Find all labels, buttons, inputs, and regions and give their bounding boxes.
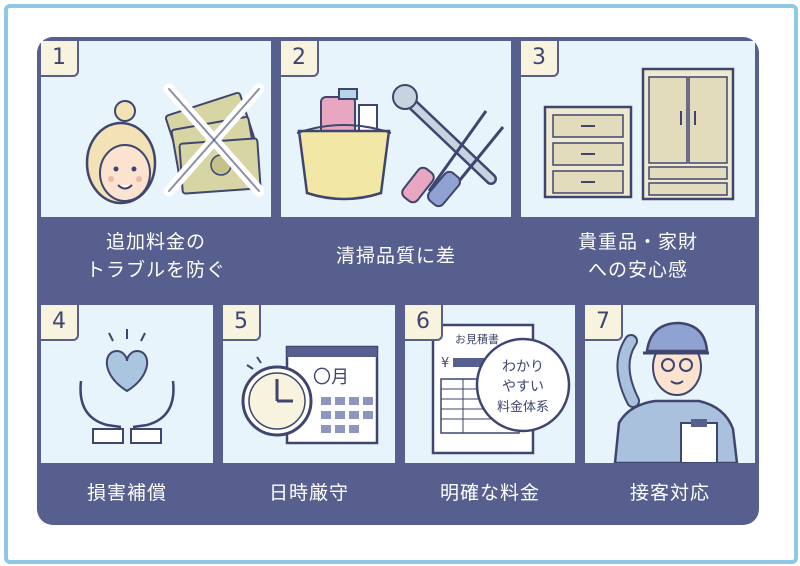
card-7-label-line-1: 接客対応 [629, 482, 710, 504]
card-4-label: 損害補償 [41, 463, 213, 523]
card-4: 4 [41, 305, 213, 463]
card-6-label: 明確な料金 [405, 463, 575, 523]
card-1: 1 [41, 41, 271, 217]
estimate-title: お見積書 [455, 332, 499, 346]
card-4-art [79, 329, 175, 444]
card-7-label: 接客対応 [585, 463, 755, 523]
card-2-art [296, 84, 505, 208]
card-7-number: 7 [585, 305, 623, 341]
card-5: 〇月 5 [223, 305, 395, 463]
card-6-label-line-1: 明確な料金 [439, 482, 540, 504]
drawer-chest-icon [543, 105, 633, 199]
card-3-label-line-1: 貴重品・家財 [577, 231, 698, 253]
card-4-number: 4 [41, 305, 79, 341]
card-5-label: 日時厳守 [223, 463, 395, 523]
card-3-label-line-2: への安心感 [587, 259, 688, 281]
card-7: 7 [585, 305, 755, 463]
card-6: お見積書 ¥ わかり やすい 料金体系 6 [405, 305, 575, 463]
card-3-art [543, 67, 735, 201]
calendar-month-text: 〇月 [313, 367, 349, 388]
bubble-line-2: やすい [502, 379, 544, 395]
card-7-art [613, 321, 739, 463]
crossed-money-icon [163, 83, 265, 197]
card-3-label: 貴重品・家財 への安心感 [521, 217, 755, 295]
card-3-number: 3 [521, 41, 559, 77]
card-1-number: 1 [41, 41, 79, 77]
card-1-label-line-1: 追加料金の [105, 231, 206, 253]
price-bubble: わかり やすい 料金体系 [475, 337, 571, 433]
estimate-yen: ¥ [441, 356, 449, 371]
woman-face-icon [85, 100, 157, 205]
card-3: 3 [521, 41, 755, 217]
clock-icon [241, 356, 313, 437]
worker-salute-icon [613, 321, 739, 463]
card-5-label-line-1: 日時厳守 [268, 482, 349, 504]
bubble-line-1: わかり [502, 359, 544, 375]
card-6-art: お見積書 ¥ わかり やすい 料金体系 [431, 323, 571, 455]
bubble-line-3: 料金体系 [497, 399, 549, 415]
card-1-art [85, 83, 265, 205]
hands-heart-icon [79, 329, 175, 444]
card-5-art: 〇月 [241, 345, 379, 445]
card-6-number: 6 [405, 305, 443, 341]
card-2-label: 清掃品質に差 [281, 217, 511, 295]
card-4-label-line-1: 損害補償 [86, 482, 167, 504]
cleaning-bucket-icon [296, 88, 392, 201]
card-2-label-line-1: 清掃品質に差 [335, 245, 456, 267]
card-5-number: 5 [223, 305, 261, 341]
screwdriver-icon [401, 110, 505, 208]
wrench-icon [392, 84, 497, 185]
wardrobe-icon [641, 67, 735, 201]
card-1-label-line-2: トラブルを防ぐ [85, 259, 226, 281]
card-2-number: 2 [281, 41, 319, 77]
card-1-label: 追加料金の トラブルを防ぐ [41, 217, 271, 295]
card-2: 2 [281, 41, 511, 217]
